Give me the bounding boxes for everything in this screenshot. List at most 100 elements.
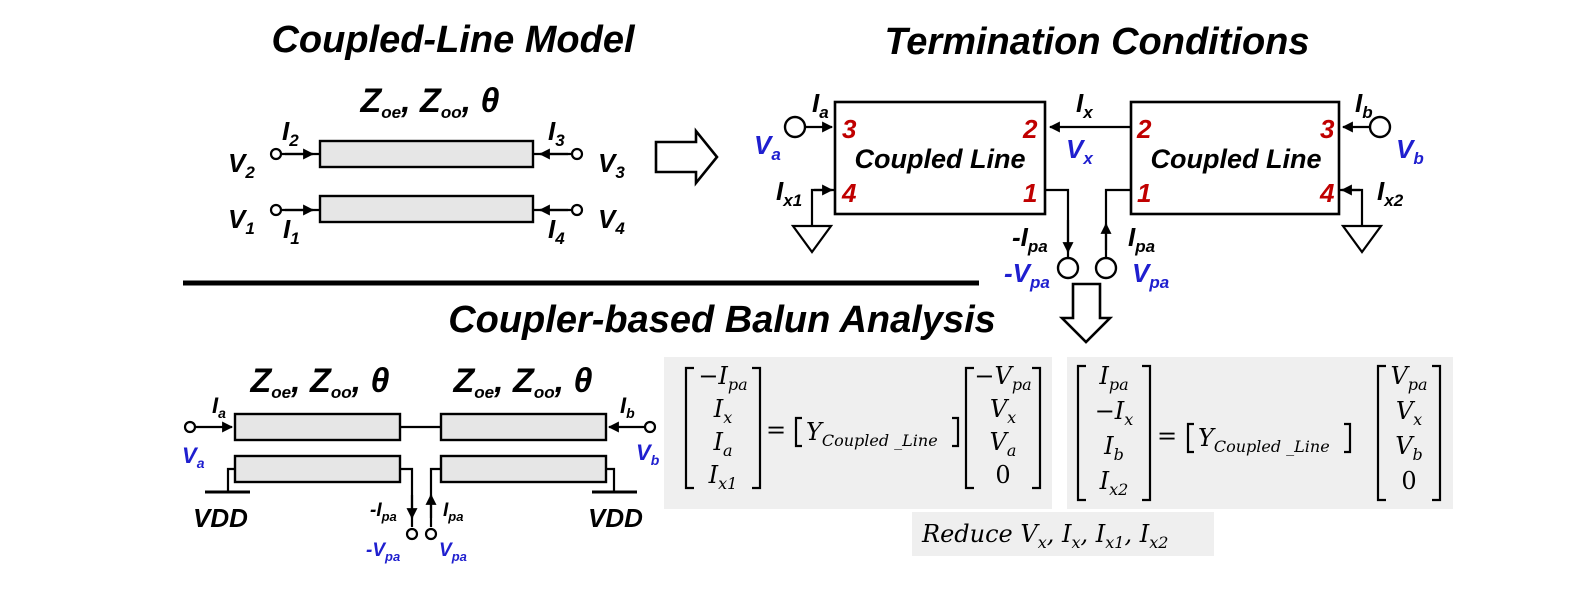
- eq1L-entry-4: Ix1: [708, 461, 738, 493]
- model-line-top: [318, 139, 535, 169]
- port-4-left: 4: [841, 178, 857, 208]
- port-2-left: 2: [1022, 114, 1038, 144]
- eq1-equals: =: [766, 416, 786, 444]
- label-neg-vpa: -Vpa: [1004, 258, 1050, 292]
- label-va: Va: [754, 130, 781, 164]
- box-left-label: Coupled Line: [855, 144, 1026, 174]
- label-ipa: Ipa: [1128, 222, 1155, 256]
- balun-line-bottom-left: [233, 454, 402, 484]
- ground-wire-right: [1339, 188, 1364, 226]
- ground-right-icon: [1340, 224, 1384, 254]
- model-terminal-1: [269, 203, 283, 217]
- eq1R-entry-3: Va: [990, 428, 1017, 460]
- balun-params-left: Zoe, Zoo, θ: [250, 362, 390, 402]
- port-4-right: 4: [1319, 178, 1335, 208]
- label-i4: I4: [548, 214, 565, 248]
- balun-label-ib: Ib: [620, 393, 635, 421]
- eq2L-entry-2: −Ix: [1095, 397, 1134, 429]
- vdd-wire-left: [226, 467, 235, 492]
- port-2-right: 2: [1136, 114, 1152, 144]
- balun-terminal-a: [183, 420, 197, 434]
- model-terminal-2: [269, 147, 283, 161]
- label-ia: Ia: [812, 88, 829, 122]
- eq2L-entry-4: Ix2: [1099, 467, 1129, 499]
- label-ix2: Ix2: [1377, 176, 1404, 210]
- label-i2: I2: [282, 116, 299, 150]
- source-vb-icon: [1368, 115, 1392, 139]
- balun-label-vpa: Vpa: [439, 540, 467, 564]
- ground-wire-left: [810, 188, 835, 226]
- balun-terminal-neg-vpa: [405, 527, 419, 541]
- vdd-label-right: VDD: [588, 503, 643, 533]
- balun-wire-pos-pa: [429, 467, 441, 527]
- ground-left-icon: [790, 224, 834, 254]
- eq1R-entry-1: −Vpa: [974, 362, 1031, 394]
- eq2R-entry-1: Vpa: [1390, 362, 1427, 394]
- eq1L-entry-1: −Ipa: [698, 362, 747, 394]
- label-v1: V1: [228, 204, 255, 238]
- balun-label-va: Va: [182, 443, 205, 471]
- termination-conditions: Coupled Line Coupled Line 3 4 2 1 2 1 3 …: [754, 88, 1424, 292]
- title-balun-analysis: Coupler-based Balun Analysis: [448, 299, 996, 341]
- box-right-label: Coupled Line: [1151, 144, 1322, 174]
- eq1-y-matrix: YCoupled _Line: [806, 418, 938, 450]
- eq2R-entry-3: Vb: [1395, 432, 1423, 464]
- eq1L-entry-2: Ix: [713, 395, 733, 427]
- model-terminal-4: [570, 203, 584, 217]
- title-termination-conditions: Termination Conditions: [884, 21, 1309, 63]
- balun-schematic: Zoe, Zoo, θ Zoe, Zoo, θ Ia Va Ib Vb VDD …: [182, 362, 660, 564]
- label-v4: V4: [598, 204, 625, 238]
- down-block-arrow-icon: [1058, 282, 1114, 344]
- model-terminal-3: [570, 147, 584, 161]
- coupled-line-box-left: [833, 100, 1047, 216]
- eq2-equals: =: [1157, 422, 1177, 450]
- wire-neg-pa: [1045, 188, 1070, 258]
- balun-label-vb: Vb: [636, 440, 660, 468]
- port-3-right: 3: [1320, 114, 1335, 144]
- balun-terminal-b: [643, 420, 657, 434]
- eq1R-entry-2: Vx: [990, 395, 1016, 427]
- vdd-label-left: VDD: [193, 503, 248, 533]
- title-coupled-line-model: Coupled-Line Model: [271, 19, 636, 61]
- balun-label-ipa: Ipa: [443, 500, 463, 524]
- eq2-y-matrix: YCoupled _Line: [1198, 424, 1330, 456]
- label-neg-ipa: -Ipa: [1012, 222, 1048, 256]
- eq2R-entry-4: 0: [1401, 467, 1416, 495]
- right-block-arrow-icon: [654, 127, 719, 187]
- model-params: Zoe, Zoo, θ: [360, 82, 500, 122]
- label-i3: I3: [548, 116, 565, 150]
- balun-terminal-vpa: [424, 527, 438, 541]
- balun-line-top-right: [439, 412, 608, 442]
- eq1R-entry-4: 0: [995, 461, 1010, 489]
- label-v2: V2: [228, 148, 255, 182]
- label-ix1: Ix1: [776, 176, 802, 210]
- eq2R-entry-2: Vx: [1396, 397, 1422, 429]
- label-vpa: Vpa: [1132, 258, 1169, 292]
- eq2L-entry-3: Ib: [1103, 432, 1124, 464]
- port-1-left: 1: [1023, 178, 1037, 208]
- balun-line-top-left: [233, 412, 402, 442]
- balun-label-neg-vpa: -Vpa: [366, 540, 400, 564]
- terminal-vpa-icon: [1094, 256, 1118, 280]
- eq1L-entry-3: Ia: [712, 428, 732, 460]
- reduce-panel: [912, 512, 1214, 556]
- equation-2-panel: [1067, 357, 1453, 509]
- balun-line-bottom-right: [439, 454, 608, 484]
- balun-label-ia: Ia: [212, 393, 226, 421]
- label-ix: Ix: [1076, 88, 1094, 122]
- coupled-line-box-right: [1129, 100, 1341, 216]
- label-vx: Vx: [1066, 134, 1094, 168]
- port-1-right: 1: [1137, 178, 1151, 208]
- vdd-wire-right: [606, 467, 616, 492]
- coupled-line-model: Zoe, Zoo, θ V2 V1 V3 V4 I2 I1 I3 I4: [228, 82, 625, 248]
- label-vb: Vb: [1396, 134, 1424, 168]
- eq2L-entry-1: Ipa: [1098, 362, 1128, 394]
- equation-1-panel: [664, 357, 1052, 509]
- balun-label-neg-ipa: -Ipa: [370, 500, 397, 524]
